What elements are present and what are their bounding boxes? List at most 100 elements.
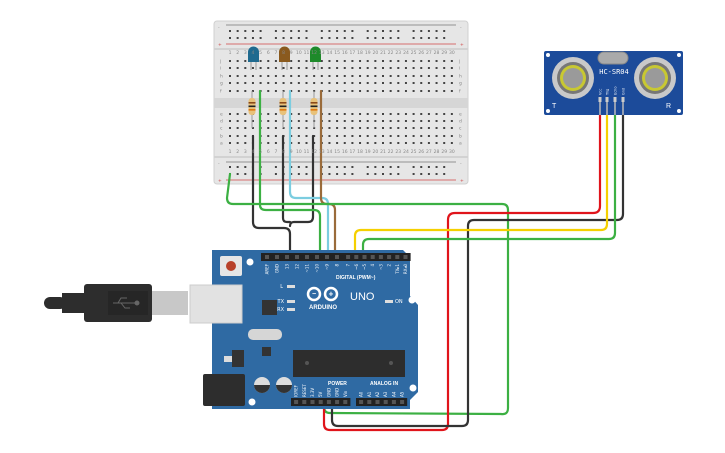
rail-hole[interactable]	[328, 37, 331, 39]
wire-red-sensor-vcc[interactable]	[322, 112, 602, 432]
breadboard-hole[interactable]	[236, 127, 239, 129]
breadboard-hole[interactable]	[274, 127, 277, 129]
breadboard-hole[interactable]	[404, 127, 407, 129]
rail-hole[interactable]	[229, 166, 231, 168]
breadboard-hole[interactable]	[366, 60, 369, 62]
breadboard-hole[interactable]	[244, 113, 247, 115]
breadboard-hole[interactable]	[297, 113, 300, 115]
breadboard-hole[interactable]	[305, 60, 308, 62]
pin-2[interactable]	[387, 255, 392, 259]
rail-hole[interactable]	[282, 30, 285, 32]
breadboard-hole[interactable]	[251, 82, 254, 84]
pin-AREF[interactable]	[265, 255, 269, 259]
breadboard-hole[interactable]	[382, 67, 384, 69]
breadboard-hole[interactable]	[343, 60, 346, 62]
pin-A3[interactable]	[383, 400, 388, 404]
breadboard-hole[interactable]	[297, 75, 300, 77]
wire-black-led3-gnd[interactable]	[288, 134, 315, 228]
rail-hole[interactable]	[305, 30, 308, 32]
rail-hole[interactable]	[351, 173, 354, 175]
breadboard-hole[interactable]	[404, 142, 407, 144]
breadboard-hole[interactable]	[244, 75, 247, 77]
breadboard-hole[interactable]	[244, 90, 247, 92]
rail-hole[interactable]	[320, 30, 323, 32]
breadboard-hole[interactable]	[336, 142, 339, 144]
breadboard-hole[interactable]	[290, 75, 293, 77]
breadboard-hole[interactable]	[305, 120, 308, 122]
pin-3.3V[interactable]	[310, 400, 315, 404]
pin-GND[interactable]	[275, 255, 279, 259]
rail-hole[interactable]	[297, 37, 300, 39]
resistor[interactable]	[279, 91, 287, 128]
breadboard-hole[interactable]	[382, 75, 384, 77]
breadboard-hole[interactable]	[343, 82, 346, 84]
rail-hole[interactable]	[420, 166, 423, 168]
breadboard-hole[interactable]	[382, 60, 384, 62]
pin-6[interactable]	[354, 255, 359, 259]
rail-hole[interactable]	[244, 37, 247, 39]
rail-hole[interactable]	[351, 166, 354, 168]
breadboard-hole[interactable]	[320, 60, 323, 62]
breadboard-hole[interactable]	[244, 135, 247, 137]
breadboard-hole[interactable]	[244, 142, 247, 144]
rail-hole[interactable]	[343, 173, 346, 175]
breadboard-hole[interactable]	[443, 60, 446, 62]
rail-hole[interactable]	[236, 37, 239, 39]
breadboard-hole[interactable]	[382, 90, 384, 92]
breadboard-hole[interactable]	[274, 142, 277, 144]
rail-hole[interactable]	[343, 37, 346, 39]
breadboard-hole[interactable]	[397, 90, 400, 92]
rail-hole[interactable]	[244, 166, 247, 168]
breadboard-hole[interactable]	[274, 120, 277, 122]
breadboard-hole[interactable]	[328, 120, 331, 122]
breadboard-hole[interactable]	[290, 127, 293, 129]
breadboard-hole[interactable]	[389, 90, 392, 92]
breadboard-hole[interactable]	[336, 75, 339, 77]
breadboard-hole[interactable]	[443, 142, 446, 144]
breadboard-hole[interactable]	[343, 135, 346, 137]
breadboard-hole[interactable]	[420, 135, 423, 137]
breadboard-hole[interactable]	[412, 75, 415, 77]
pin-5[interactable]	[362, 255, 367, 259]
breadboard-hole[interactable]	[450, 113, 453, 115]
breadboard-hole[interactable]	[297, 127, 300, 129]
rail-hole[interactable]	[374, 30, 377, 32]
breadboard-hole[interactable]	[274, 113, 277, 115]
breadboard-hole[interactable]	[389, 127, 392, 129]
pin-GND[interactable]	[326, 400, 331, 404]
breadboard-hole[interactable]	[328, 90, 331, 92]
breadboard-hole[interactable]	[313, 142, 316, 144]
rail-hole[interactable]	[435, 37, 438, 39]
breadboard-hole[interactable]	[397, 135, 400, 137]
breadboard-hole[interactable]	[297, 82, 300, 84]
breadboard-hole[interactable]	[389, 82, 392, 84]
breadboard-hole[interactable]	[343, 127, 346, 129]
breadboard-hole[interactable]	[328, 135, 331, 137]
breadboard-hole[interactable]	[290, 135, 293, 137]
breadboard-hole[interactable]	[267, 127, 270, 129]
breadboard-hole[interactable]	[427, 67, 430, 69]
rail-hole[interactable]	[397, 37, 400, 39]
resistor[interactable]	[310, 91, 318, 128]
breadboard-hole[interactable]	[404, 82, 407, 84]
rail-hole[interactable]	[336, 37, 339, 39]
rail-hole[interactable]	[274, 166, 277, 168]
breadboard-hole[interactable]	[336, 60, 339, 62]
pin-A2[interactable]	[375, 400, 380, 404]
breadboard-hole[interactable]	[435, 82, 438, 84]
rail-hole[interactable]	[412, 37, 415, 39]
rail-hole[interactable]	[236, 173, 239, 175]
breadboard-hole[interactable]	[297, 60, 300, 62]
sensor-pin-gnd[interactable]	[621, 97, 625, 102]
wires[interactable]	[225, 89, 625, 432]
breadboard-hole[interactable]	[290, 82, 293, 84]
rail-hole[interactable]	[229, 30, 231, 32]
breadboard-hole[interactable]	[336, 127, 339, 129]
breadboard-hole[interactable]	[359, 120, 362, 122]
breadboard-hole[interactable]	[397, 142, 400, 144]
breadboard-hole[interactable]	[397, 67, 400, 69]
arduino-uno[interactable]: L TX RX ON − + ARDUINO UNO DIGITAL (PWM~…	[189, 250, 418, 409]
breadboard-hole[interactable]	[351, 142, 354, 144]
breadboard-hole[interactable]	[251, 127, 254, 129]
breadboard-hole[interactable]	[244, 60, 247, 62]
